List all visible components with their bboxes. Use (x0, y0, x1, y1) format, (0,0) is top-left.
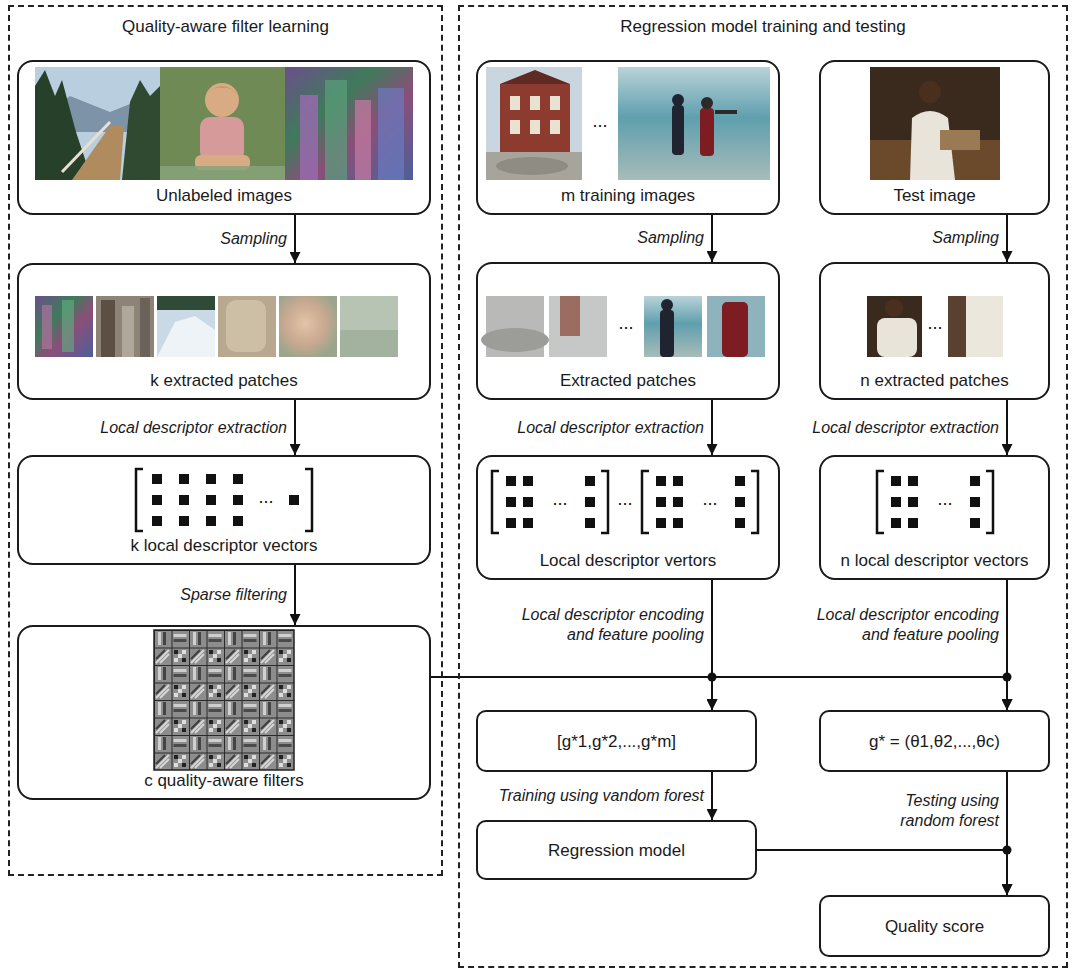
edge-label: Local descriptor extraction (474, 418, 704, 438)
node-label: m training images (561, 185, 695, 206)
node-label: Local descriptor vertors (540, 550, 717, 571)
node-label: n local descriptor vectors (840, 550, 1028, 571)
edge-label: Sampling (87, 229, 287, 249)
node-label: Unlabeled images (156, 185, 292, 206)
image-box: Unlabeled images (17, 60, 431, 215)
edge-label: Sampling (504, 228, 704, 248)
node-label: Test image (893, 185, 975, 206)
node-label: c quality-aware filters (144, 770, 304, 791)
ellipsis-label: ... (258, 487, 273, 507)
node-label: [g*1,g*2,...,g*m] (557, 731, 676, 752)
edge-label: Training using vandom forest (464, 786, 704, 806)
connector-arrow (1006, 400, 1008, 455)
node-label: n extracted patches (860, 370, 1008, 391)
connector-arrow (1006, 215, 1008, 262)
connector-arrow (431, 677, 1007, 710)
connector-arrow (711, 772, 713, 820)
ellipsis-label: ... (552, 489, 567, 509)
edge-label: Local descriptor extraction (769, 418, 999, 438)
node-label: g* = (θ1,θ2,...,θc) (869, 731, 1000, 752)
descriptor-box: n local descriptor vectors (819, 455, 1050, 580)
edge-label: Sparse filtering (87, 585, 287, 605)
ellipsis-label: ... (592, 111, 607, 131)
ellipsis-label: ... (937, 489, 952, 509)
ellipsis-label: ... (617, 489, 632, 509)
ellipsis-label: ... (702, 489, 717, 509)
descriptor-box: Local descriptor vertors (476, 455, 780, 580)
node-label: Extracted patches (560, 370, 696, 391)
connector-arrow (294, 400, 296, 455)
region-heading: Quality-aware filter learning (122, 16, 329, 37)
connector-arrow (294, 565, 296, 625)
image-box: Test image (819, 60, 1050, 215)
connector-arrow (294, 215, 296, 263)
node-label: k extracted patches (150, 370, 297, 391)
ellipsis-label: ... (927, 313, 942, 333)
region-heading: Regression model training and testing (620, 16, 905, 37)
image-box: m training images (476, 60, 780, 215)
connector-arrow (757, 850, 1007, 895)
score-box: Quality score (819, 895, 1050, 957)
edge-label: Local descriptor encoding and feature po… (789, 605, 999, 645)
ellipsis-label: ... (618, 313, 633, 333)
connector-arrow (711, 400, 713, 455)
node-label: Quality score (885, 916, 984, 937)
filter-box: c quality-aware filters (17, 625, 431, 800)
feature-box: [g*1,g*2,...,g*m] (476, 710, 757, 772)
model-box: Regression model (476, 820, 757, 880)
node-label: k local descriptor vectors (130, 535, 317, 556)
connector-arrow (431, 677, 712, 710)
connector-arrow (711, 215, 713, 262)
edge-label: Local descriptor extraction (27, 418, 287, 438)
dashed-region: Quality-aware filter learningUnlabeled i… (8, 5, 443, 876)
feature-box: g* = (θ1,θ2,...,θc) (819, 710, 1050, 772)
edge-label: Testing using random forest (869, 791, 999, 831)
node-label: Regression model (548, 840, 685, 861)
descriptor-box: k local descriptor vectors (17, 455, 431, 565)
patch-box: k extracted patches (17, 263, 431, 400)
edge-label: Sampling (839, 228, 999, 248)
edge-label: Local descriptor encoding and feature po… (494, 605, 704, 645)
